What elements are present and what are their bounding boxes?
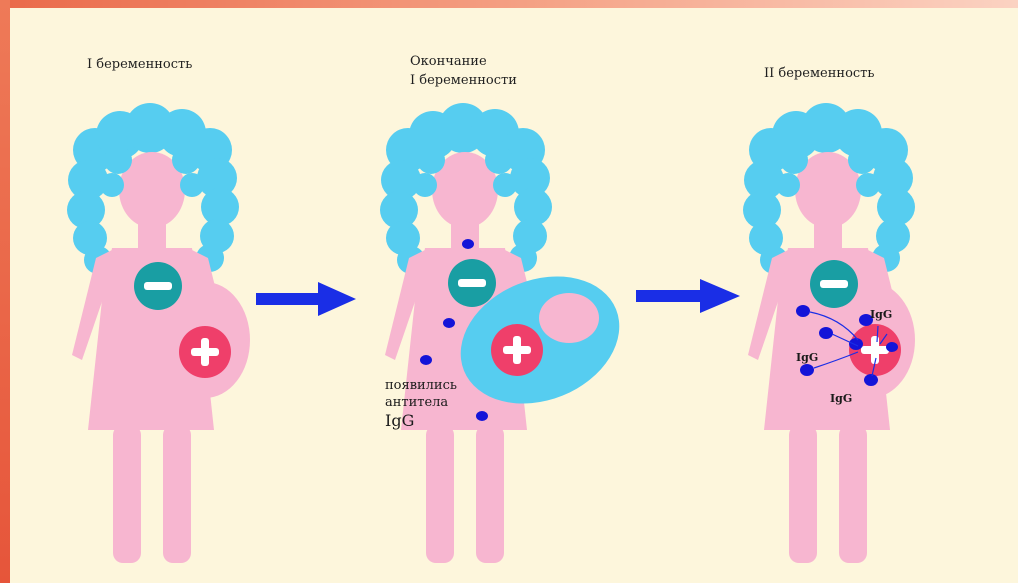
minus-sign-icon: [144, 282, 172, 290]
antibody-dot: [443, 318, 455, 328]
rh-negative-mother-3: [810, 260, 858, 308]
igg-label: IgG: [870, 308, 892, 321]
minus-sign-icon: [458, 279, 486, 287]
antibody-dot: [849, 338, 863, 350]
antibody-dot: [476, 411, 488, 421]
rh-positive-fetus-1: [179, 326, 231, 378]
antibodies-label-line: антитела: [385, 395, 448, 410]
igg-label: IgG: [796, 351, 818, 364]
antibody-dot: [886, 342, 898, 352]
antibody-dot: [420, 355, 432, 365]
antibody-dot: [819, 327, 833, 339]
antibody-dot: [796, 305, 810, 317]
rh-negative-mother-1: [134, 262, 182, 310]
minus-sign-icon: [820, 280, 848, 288]
antibodies-label-line: IgG: [385, 411, 414, 430]
antibody-dot: [462, 239, 474, 249]
rh-positive-fetus-2: [491, 324, 543, 376]
igg-label: IgG: [830, 392, 852, 405]
antibody-dot: [800, 364, 814, 376]
arrow-right-icon: [256, 282, 356, 316]
arrow-right-icon: [636, 279, 740, 313]
antibody-dot: [864, 374, 878, 386]
rh-negative-mother-2: [448, 259, 496, 307]
antibodies-label-line: появились: [385, 378, 457, 393]
